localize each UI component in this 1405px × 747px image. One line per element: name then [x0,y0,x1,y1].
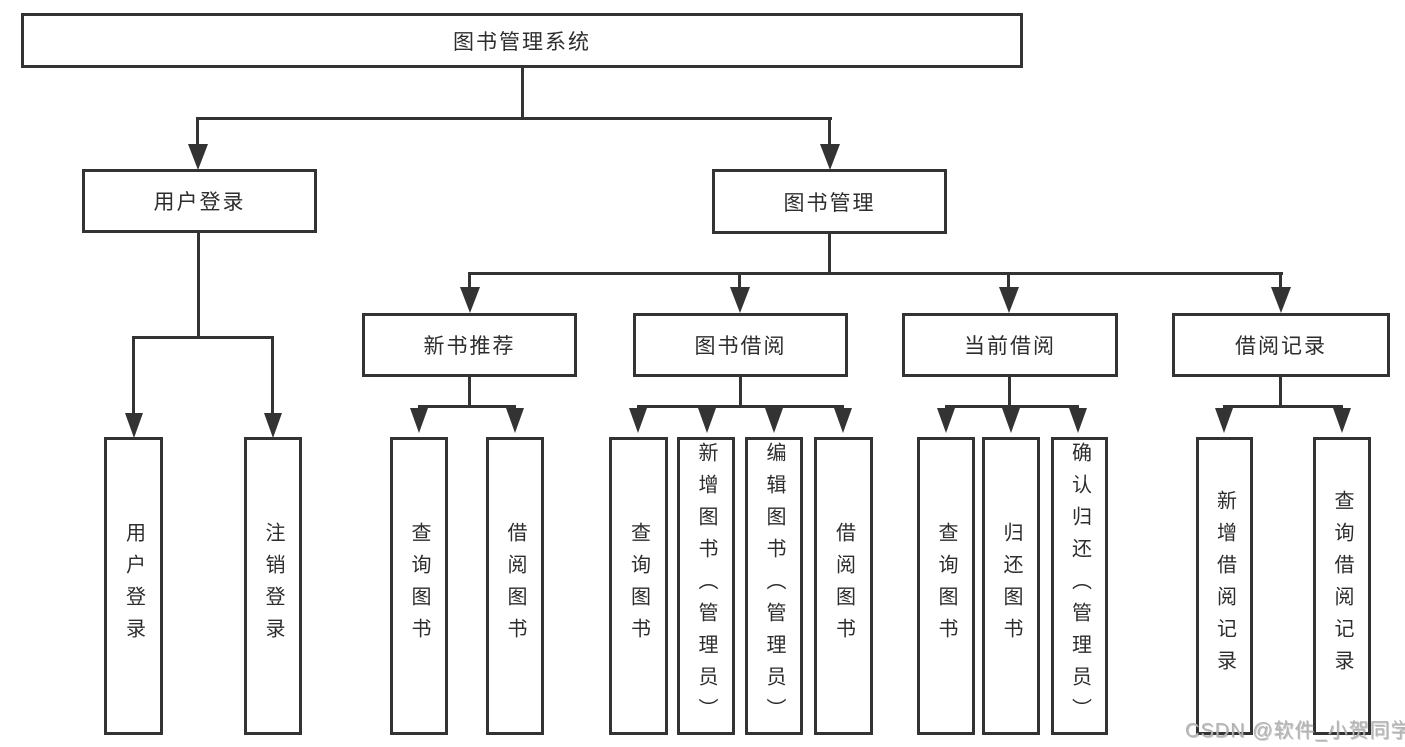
connector-line-v [1008,377,1011,406]
node-label: 新增图书（管理员） [695,442,717,730]
leaf-confirm-return-admin: 确认归还（管理员） [1051,437,1108,735]
node-label: 用户登录 [122,522,145,650]
arrow-down-icon [730,287,750,313]
connector-line-v [132,336,135,414]
arrow-down-icon [1002,408,1020,433]
connector-line-h [132,336,274,339]
node-label: 当前借阅 [964,335,1056,358]
node-library-management-system: 图书管理系统 [21,13,1023,68]
connector-line-v [197,233,200,337]
arrow-down-icon [937,408,955,433]
leaf-return-books: 归还图书 [982,437,1040,735]
connector-line-h [637,405,844,408]
leaf-query-borrow-record: 查询借阅记录 [1313,437,1371,735]
node-borrowing-records: 借阅记录 [1172,313,1390,377]
node-label: 图书管理 [783,191,876,215]
node-label: 借阅图书 [504,522,526,650]
connector-line-v [738,272,741,288]
arrow-down-icon [1215,408,1233,433]
arrow-down-icon [820,144,840,170]
node-label: 确认归还（管理员） [1068,442,1091,730]
connector-line-v [468,377,471,406]
node-label: 编辑图书（管理员） [763,442,785,730]
leaf-query-books-recommend: 查询图书 [390,437,448,735]
arrow-down-icon [125,413,143,438]
node-label: 借阅记录 [1235,335,1327,358]
node-user-login: 用户登录 [82,169,317,233]
node-label: 新书推荐 [423,335,516,358]
node-new-book-recommendation: 新书推荐 [362,313,577,377]
leaf-borrow-books-recommend: 借阅图书 [486,437,544,735]
connector-line-v [828,117,831,148]
node-label: 查询借阅记录 [1331,490,1353,682]
arrow-down-icon [506,408,524,433]
connector-line-v [1279,272,1282,288]
connector-line-v [271,336,274,414]
arrow-down-icon [834,408,852,433]
leaf-add-books-admin: 新增图书（管理员） [677,437,735,735]
arrow-down-icon [460,287,480,313]
node-label: 新增借阅记录 [1213,490,1236,682]
connector-line-h [945,405,1079,408]
connector-line-h [1223,405,1343,408]
csdn-watermark: CSDN @软件_小贺同学 [1185,720,1405,742]
node-label: 查询图书 [627,522,650,650]
arrow-down-icon [264,413,282,438]
arrow-down-icon [1069,408,1087,433]
node-label: 借阅图书 [832,522,855,650]
connector-line-v [828,234,831,273]
node-book-management: 图书管理 [712,169,947,234]
node-label: 图书借阅 [694,335,787,358]
leaf-add-borrow-record: 新增借阅记录 [1196,437,1253,735]
arrow-down-icon [410,408,428,433]
connector-line-h [468,272,1283,275]
leaf-edit-books-admin: 编辑图书（管理员） [745,437,803,735]
connector-line-v [521,68,524,118]
arrow-down-icon [629,408,647,433]
arrow-down-icon [698,408,716,433]
arrow-down-icon [999,287,1019,313]
arrow-down-icon [765,408,783,433]
leaf-user-login: 用户登录 [104,437,163,735]
node-label: 用户登录 [153,191,246,214]
connector-line-v [196,117,199,148]
connector-line-v [739,377,742,406]
node-label: 查询图书 [408,522,430,650]
connector-line-v [1007,272,1010,288]
arrow-down-icon [1271,287,1291,313]
node-label: 注销登录 [262,522,284,650]
connector-line-v [468,272,471,288]
node-label: 归还图书 [1000,522,1022,650]
leaf-logout-login: 注销登录 [244,437,302,735]
arrow-down-icon [1333,408,1351,433]
leaf-query-books-current: 查询图书 [917,437,975,735]
connector-line-h [196,117,832,120]
node-book-borrowing: 图书借阅 [633,313,848,377]
node-label: 查询图书 [935,522,957,650]
leaf-borrow-books-borrowing: 借阅图书 [814,437,873,735]
node-label: 图书管理系统 [453,30,591,54]
connector-line-v [1279,377,1282,406]
node-current-borrowing: 当前借阅 [902,313,1118,377]
connector-line-h [418,405,516,408]
leaf-query-books-borrowing: 查询图书 [609,437,668,735]
arrow-down-icon [188,144,208,170]
